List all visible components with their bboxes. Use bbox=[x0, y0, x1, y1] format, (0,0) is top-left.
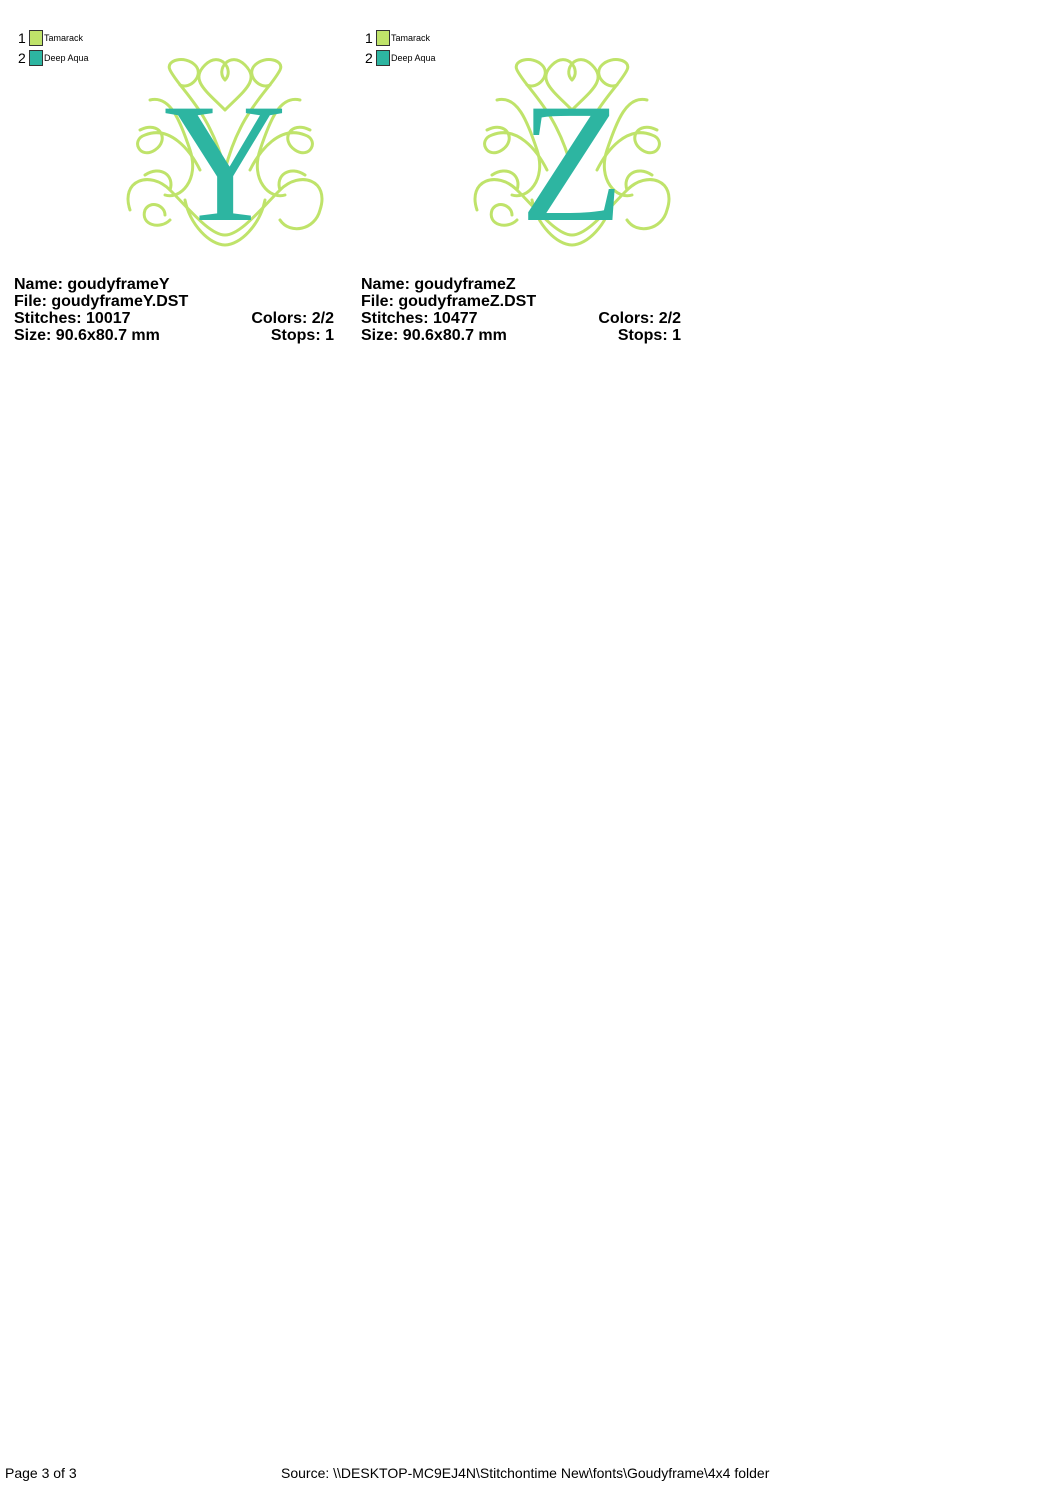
design-file: File: goudyframeY.DST bbox=[14, 293, 189, 310]
design-stitches: Stitches: 10477 bbox=[361, 310, 478, 327]
design-stitches: Stitches: 10017 bbox=[14, 310, 131, 327]
design-stops: Stops: 1 bbox=[617, 327, 681, 344]
design-info: Name: goudyframeY File: goudyframeY.DST … bbox=[14, 276, 334, 344]
design-file: File: goudyframeZ.DST bbox=[361, 293, 537, 310]
page-number: Page 3 of 3 bbox=[5, 1465, 77, 1481]
color-swatch-deep-aqua bbox=[29, 50, 43, 66]
design-name: Name: goudyframeZ bbox=[361, 276, 516, 293]
legend-number: 1 bbox=[365, 30, 373, 46]
color-swatch-tamarack bbox=[376, 30, 390, 46]
design-card-z: 1 Tamarack 2 Deep Aqua bbox=[347, 0, 687, 350]
design-info: Name: goudyframeZ File: goudyframeZ.DST … bbox=[361, 276, 681, 344]
design-card-y: 1 Tamarack 2 Deep Aqua bbox=[0, 0, 340, 350]
legend-color-name: Tamarack bbox=[391, 33, 431, 43]
design-stops: Stops: 1 bbox=[270, 327, 334, 344]
design-colors: Colors: 2/2 bbox=[251, 310, 334, 327]
design-size: Size: 90.6x80.7 mm bbox=[361, 327, 507, 344]
flourish-frame-z: Z bbox=[473, 58, 671, 250]
source-path: Source: \\DESKTOP-MC9EJ4N\Stitchontime N… bbox=[281, 1465, 770, 1481]
monogram-letter-y: Y bbox=[164, 69, 287, 250]
design-name: Name: goudyframeY bbox=[14, 276, 170, 293]
flourish-frame-y: Y bbox=[126, 58, 324, 250]
legend-color-name: Tamarack bbox=[44, 33, 84, 43]
monogram-letter-z: Z bbox=[520, 69, 624, 250]
design-size: Size: 90.6x80.7 mm bbox=[14, 327, 160, 344]
color-swatch-tamarack bbox=[29, 30, 43, 46]
legend-color-name: Deep Aqua bbox=[391, 53, 436, 63]
legend-number: 2 bbox=[18, 50, 26, 66]
legend-color-name: Deep Aqua bbox=[44, 53, 89, 63]
color-swatch-deep-aqua bbox=[376, 50, 390, 66]
design-colors: Colors: 2/2 bbox=[598, 310, 681, 327]
embroidery-artwork-y: Y bbox=[110, 50, 340, 250]
embroidery-artwork-z: Z bbox=[457, 50, 687, 250]
legend-number: 2 bbox=[365, 50, 373, 66]
legend-number: 1 bbox=[18, 30, 26, 46]
